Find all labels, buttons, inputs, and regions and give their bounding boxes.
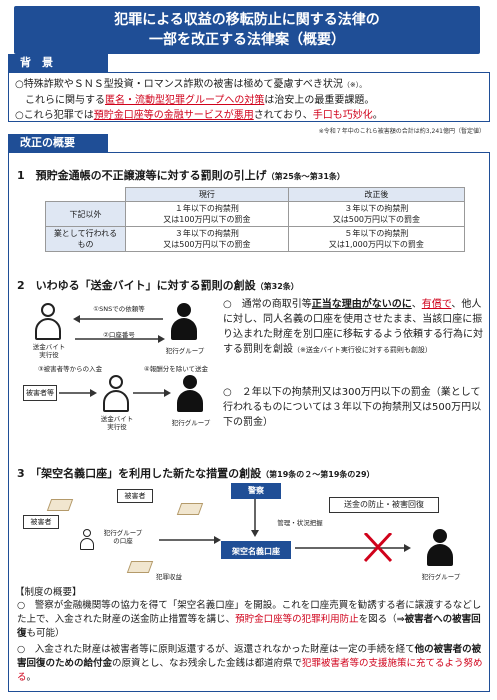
damage-note: ※令和７年中のこれら被害額の合計は約3,241億円（暫定値） xyxy=(318,128,485,135)
police-box: 警察 xyxy=(231,483,281,499)
title-line-1: 犯罪による収益の移転防止に関する法律の xyxy=(114,12,380,28)
victims-box: 被害者等 xyxy=(23,385,57,401)
group-label-2: 犯行グループ xyxy=(171,419,211,427)
worker-label-2: 送金バイト実行役 xyxy=(100,415,134,431)
background-box: ○特殊詐欺やＳＮＳ型投資・ロマンス詐欺の被害は極めて憂慮すべき状況（※）。 これ… xyxy=(8,72,490,122)
section-3-title: 3 「架空名義口座」を利用した新たな措置の創設（第19条の２〜第19条の29） xyxy=(17,467,375,480)
reform-heading: 改正の概要 xyxy=(8,134,108,152)
money-icon xyxy=(126,561,154,573)
deposit-label: ③被害者等からの入金 xyxy=(37,365,103,373)
col-current: 現行 xyxy=(125,187,289,202)
background-heading: 背 景 xyxy=(8,54,108,72)
group-label-3: 犯行グループ xyxy=(421,573,461,581)
background-line-2: これらに関与する匿名・流動型犯罪グループへの対策は治安上の最重要課題。 xyxy=(25,95,375,106)
background-line-3: ○これら犯罪では預貯金口座等の金融サービスが悪用されており、手口も巧妙化。 xyxy=(15,110,383,121)
group-label: 犯行グループ xyxy=(165,347,205,355)
table-row: 下記以外 １年以下の拘禁刑又は100万円以下の罰金 ３年以下の拘禁刑又は500万… xyxy=(45,201,466,227)
table-row: 業として行われるもの ３年以下の拘禁刑又は500万円以下の罰金 ５年以下の拘禁刑… xyxy=(45,226,466,252)
exchange-arrows xyxy=(73,315,165,343)
section-2-title: 2 いわゆる「送金バイト」に対する罰則の創設（第32条） xyxy=(17,279,299,292)
account-number-label: ②口座番号 xyxy=(103,331,135,339)
title-line-2: 一部を改正する法律案（概要） xyxy=(149,32,345,48)
section-2-para-1: ○ 通常の商取引等正当な理由がないのに、有償で、他人に対し、同人名義の口座を使用… xyxy=(223,299,483,355)
section-1-title: 1 預貯金通帳の不正譲渡等に対する罰則の引上げ（第25条〜第31条） xyxy=(17,169,345,182)
group-person-icon xyxy=(169,303,199,341)
proceeds-label: 犯罪収益 xyxy=(156,573,182,581)
sns-request-label: ①SNSでの依頼等 xyxy=(93,305,145,313)
penalty-table: 現行 改正後 下記以外 １年以下の拘禁刑又は100万円以下の罰金 ３年以下の拘禁… xyxy=(45,187,466,252)
section-3-para-1: ○ 警察が金融機関等の協力を得て「架空名義口座」を開設。これを口座売買を勧誘する… xyxy=(17,600,482,639)
document-header: 犯罪による収益の移転防止に関する法律の 一部を改正する法律案（概要） xyxy=(14,6,480,54)
money-icon xyxy=(176,503,204,515)
blocked-transfer xyxy=(295,533,411,563)
group-person-icon-2 xyxy=(175,375,205,413)
victim-box-top: 被害者 xyxy=(117,489,153,503)
group-account-label: 犯行グループの口座 xyxy=(103,529,143,545)
worker-person-icon xyxy=(33,303,63,341)
col-after: 改正後 xyxy=(287,187,466,202)
worker-person-icon-2 xyxy=(101,375,131,413)
group-person-icon-3 xyxy=(425,529,455,567)
reform-box: 1 預貯金通帳の不正譲渡等に対する罰則の引上げ（第25条〜第31条） 現行 改正… xyxy=(8,152,490,692)
money-icon xyxy=(46,499,74,511)
fake-account-box: 架空名義口座 xyxy=(221,541,291,559)
prevention-box: 送金の防止・被害回復 xyxy=(329,497,439,513)
section-2-para-2: ○ ２年以下の拘禁刑又は300万円以下の罰金（業として行われるものについては３年… xyxy=(223,387,482,428)
group-account-icon xyxy=(79,529,95,551)
remit-label: ④報酬分を除いて送金 xyxy=(143,365,209,373)
system-heading: 【制度の概要】 xyxy=(15,587,82,598)
victim-box-left: 被害者 xyxy=(23,515,59,529)
background-line-1: ○特殊詐欺やＳＮＳ型投資・ロマンス詐欺の被害は極めて憂慮すべき状況（※）。 xyxy=(15,79,367,90)
worker-label: 送金バイト実行役 xyxy=(32,343,66,359)
section-3-para-2: ○ 入金された財産は被害者等に原則返還するが、返還されなかった財産は一定の手続を… xyxy=(17,644,483,683)
manage-label: 管理・状況把握 xyxy=(277,519,323,527)
